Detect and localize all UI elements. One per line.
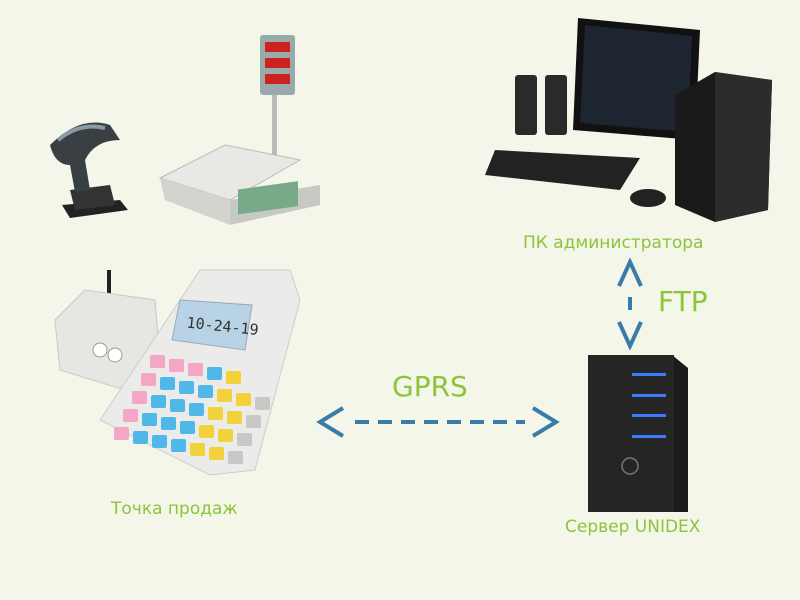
keypad-key xyxy=(171,439,186,452)
keypad-key xyxy=(227,411,242,424)
keypad-key xyxy=(189,403,204,416)
server-image xyxy=(588,355,688,512)
cash-register-image: 10-24-19 xyxy=(99,269,301,476)
arrow-head-up-icon xyxy=(617,257,643,287)
keypad-key xyxy=(152,435,167,448)
gprs-arrow xyxy=(316,406,560,438)
keypad-key xyxy=(142,413,157,426)
keypad-key xyxy=(114,427,129,440)
keypad-key xyxy=(133,431,148,444)
keypad-key xyxy=(236,393,251,406)
admin-pc-image xyxy=(485,18,772,222)
ftp-label: FTP xyxy=(658,285,708,318)
keypad-key xyxy=(198,385,213,398)
server-label: Сервер UNIDEX xyxy=(565,517,701,537)
keypad-key xyxy=(188,363,203,376)
keypad-key xyxy=(209,447,224,460)
gprs-label: GPRS xyxy=(392,370,468,403)
keypad-key xyxy=(160,377,175,390)
keypad-key xyxy=(190,443,205,456)
keypad-key xyxy=(132,391,147,404)
keypad-key xyxy=(161,417,176,430)
keypad-key xyxy=(237,433,252,446)
ftp-arrow xyxy=(617,257,643,351)
keypad-key xyxy=(207,367,222,380)
scale-image xyxy=(158,35,320,225)
keypad-key xyxy=(169,359,184,372)
keypad-key xyxy=(228,451,243,464)
keypad-key xyxy=(123,409,138,422)
keypad-key xyxy=(180,421,195,434)
keypad-key xyxy=(246,415,261,428)
keypad-key xyxy=(150,355,165,368)
keypad-key xyxy=(217,389,232,402)
pos-label: Точка продаж xyxy=(111,499,238,519)
arrow-head-right-icon xyxy=(531,406,560,438)
keypad-key xyxy=(170,399,185,412)
keypad-key xyxy=(208,407,223,420)
keypad-key xyxy=(179,381,194,394)
arrow-head-left-icon xyxy=(316,406,345,438)
admin-pc-label: ПК администратора xyxy=(523,233,704,253)
keypad-key xyxy=(151,395,166,408)
arrow-head-down-icon xyxy=(617,321,643,351)
keypad-key xyxy=(199,425,214,438)
keypad-key xyxy=(226,371,241,384)
keypad-key xyxy=(141,373,156,386)
receipt-printer-image xyxy=(54,270,161,391)
barcode-scanner-image xyxy=(50,122,128,218)
keypad-key xyxy=(218,429,233,442)
keypad-key xyxy=(255,397,270,410)
